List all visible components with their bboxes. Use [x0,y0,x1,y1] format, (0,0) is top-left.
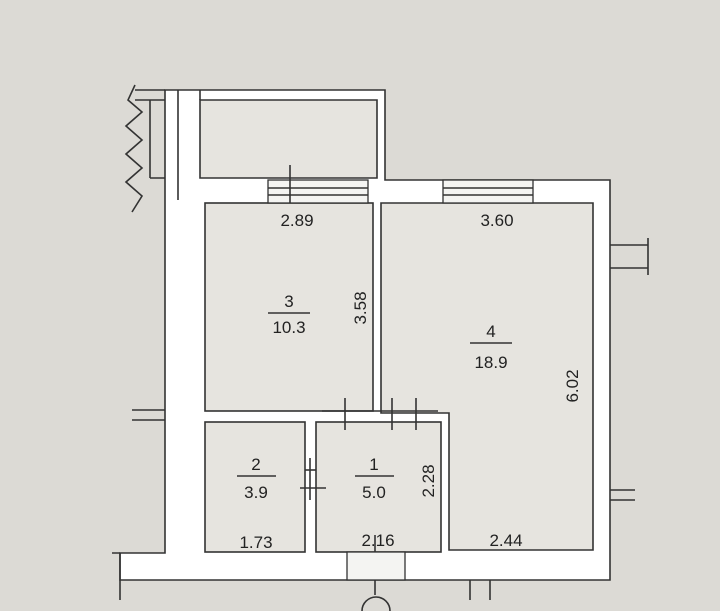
right-wall-stubs [112,238,649,600]
entrance-marker [361,596,391,611]
balcony-inner [199,99,378,179]
room-number: 4 [486,322,495,341]
room-number: 1 [369,455,378,474]
room-number: 3 [284,292,293,311]
room-2 [204,421,306,553]
dim-room1-width: 2.16 [361,531,394,550]
dim-room2-width: 1.73 [239,533,272,552]
room-area: 5.0 [362,483,386,502]
room-area: 18.9 [474,353,507,372]
dim-room3-depth: 3.58 [351,291,370,324]
room-number: 2 [251,455,260,474]
room-2-label: 2 3.9 [237,455,276,502]
room-3 [204,202,374,412]
dim-room4-bottom-width: 2.44 [489,531,522,550]
break-line [124,84,144,213]
room-4 [380,202,594,551]
room-area: 10.3 [272,318,305,337]
dim-room3-width: 2.89 [280,211,313,230]
room-4-label: 4 18.9 [470,322,512,372]
dim-room4-depth: 6.02 [563,369,582,402]
room-3-label: 3 10.3 [268,292,310,337]
window-room-3 [267,165,369,204]
window-room-4 [442,179,534,204]
dim-room1-depth: 2.28 [419,464,438,497]
door-marks [300,398,438,595]
room-area: 3.9 [244,483,268,502]
left-neighbour-wall [135,89,165,179]
dim-room4-width: 3.60 [480,211,513,230]
balcony-wall-gap [177,90,201,200]
room-1 [315,421,442,553]
room-1-label: 1 5.0 [355,455,394,502]
